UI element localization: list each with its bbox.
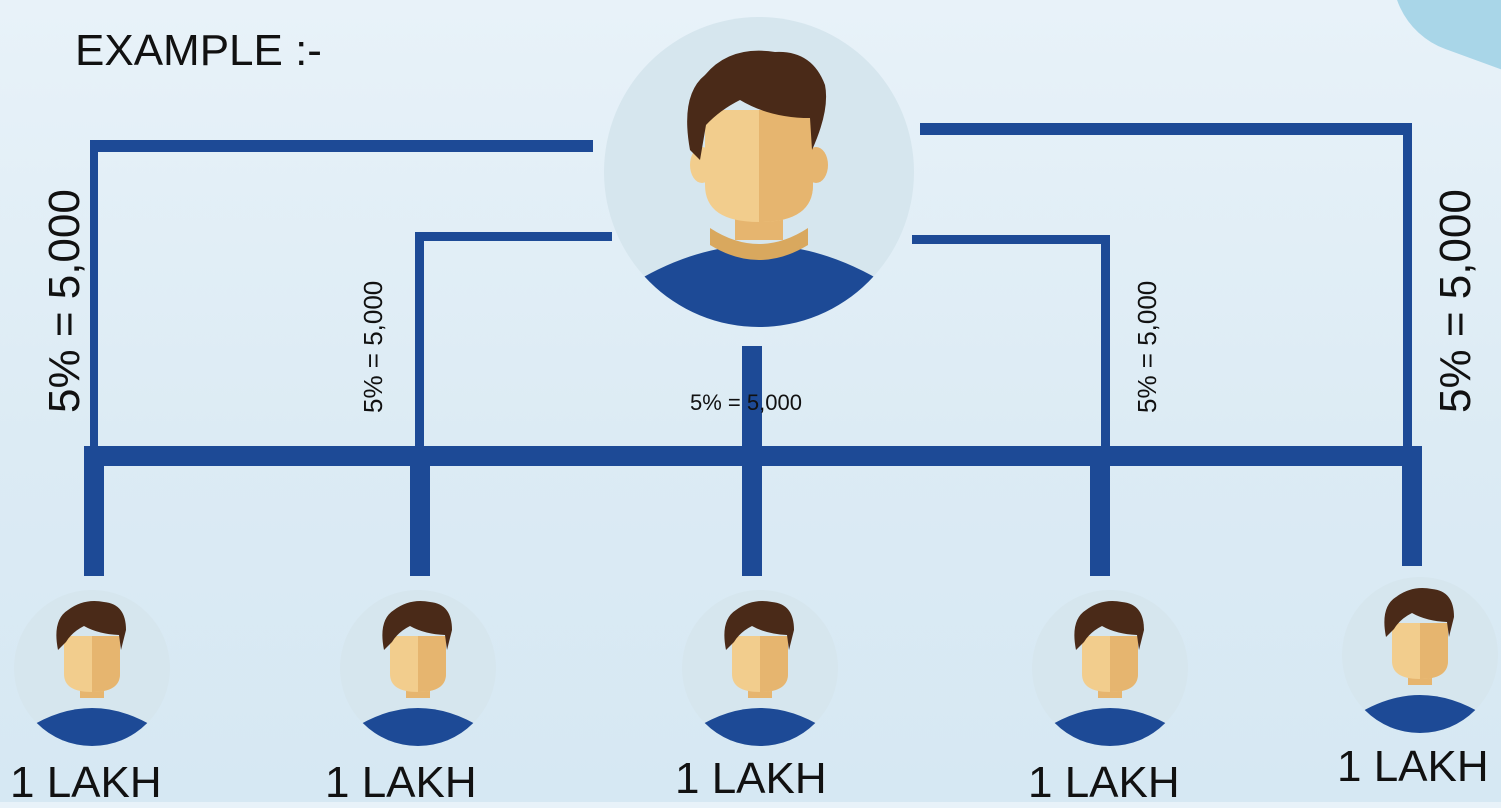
line-outer-left-top (90, 140, 593, 152)
line-inner-right-top (912, 235, 1110, 244)
line-drop-5 (1402, 446, 1422, 566)
commission-label-outer-right: 5% = 5,000 (1431, 189, 1480, 413)
commission-label-outer-left: 5% = 5,000 (40, 189, 89, 413)
member-amount: 1 LAKH (675, 754, 827, 803)
person-avatar-icon (604, 17, 914, 327)
line-outer-right-top (920, 123, 1411, 135)
member-amount: 1 LAKH (1028, 758, 1180, 807)
line-outer-right-vertical (1403, 123, 1412, 455)
person-avatar-icon (340, 590, 496, 746)
commission-label-inner-right: 5% = 5,000 (1132, 280, 1162, 413)
line-inner-left-top (415, 232, 612, 241)
person-avatar-icon (682, 590, 838, 746)
member-amount: 1 LAKH (325, 758, 477, 807)
line-drop-2 (410, 446, 430, 576)
line-inner-right-vertical (1101, 235, 1110, 455)
line-inner-left-vertical (415, 232, 424, 454)
line-drop-4 (1090, 446, 1110, 576)
person-avatar-icon (14, 590, 170, 746)
person-avatar-icon (1342, 577, 1498, 733)
commission-label-center: 5% = 5,000 (690, 390, 802, 415)
line-drop-3 (742, 446, 762, 576)
line-drop-1 (84, 446, 104, 576)
member-amount: 1 LAKH (1337, 742, 1489, 791)
commission-label-inner-left: 5% = 5,000 (358, 280, 388, 413)
person-avatar-icon (1032, 590, 1188, 746)
line-center-vertical (742, 346, 762, 456)
member-amount: 1 LAKH (10, 758, 162, 807)
page-title: EXAMPLE :- (75, 26, 322, 75)
line-outer-left-vertical (90, 140, 98, 455)
connector-lines (84, 123, 1422, 576)
